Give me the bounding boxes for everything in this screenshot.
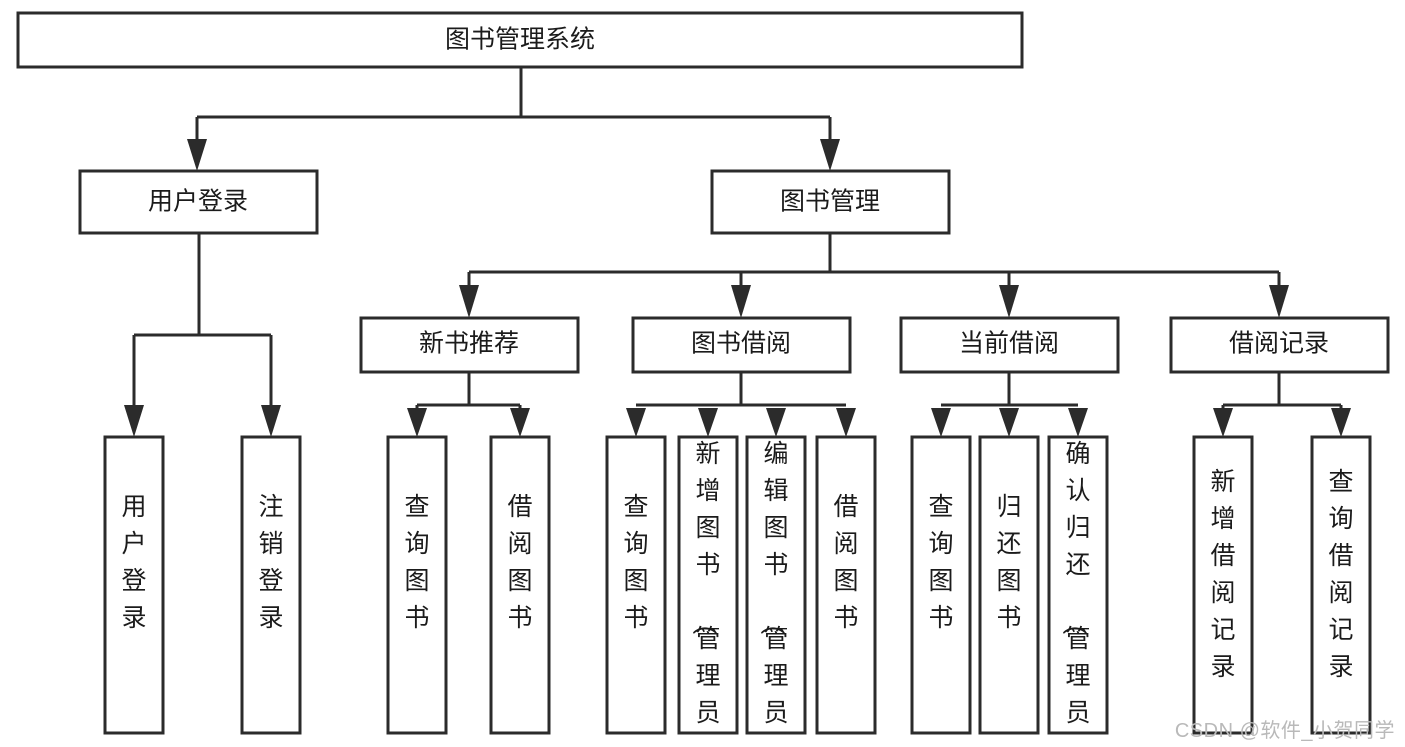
arrow-head-icon: [261, 405, 281, 437]
connector-group-new-book: [407, 372, 530, 437]
node-box-leaf[interactable]: [386, 435, 448, 735]
node-box-root[interactable]: [16, 11, 1024, 69]
leaf-node-query-book-borrow[interactable]: 查询图书: [605, 435, 667, 735]
node-box-leaf[interactable]: [978, 435, 1040, 735]
arrow-head-icon: [836, 408, 856, 437]
leaf-node-borrow-book[interactable]: 借阅图书: [815, 435, 877, 735]
leaf-node-add-book-admin[interactable]: 新增图书（管理员）: [677, 435, 739, 747]
node-label-book-borrow: 图书借阅: [691, 330, 791, 358]
leaf-node-query-borrow-record[interactable]: 查询借阅记录: [1310, 435, 1372, 735]
leaf-label-logout: 注销登录: [258, 493, 283, 632]
connector-group-book-manage: [459, 233, 1289, 318]
leaf-label-borrow-book: 借阅图书: [507, 493, 532, 632]
arrow-head-icon: [999, 285, 1019, 318]
node-book-borrow[interactable]: 图书借阅: [631, 316, 852, 374]
node-box-leaf[interactable]: [489, 435, 551, 735]
leaf-label-user-login: 用户登录: [121, 493, 146, 632]
node-box-user-login[interactable]: [78, 169, 319, 235]
arrow-head-icon: [731, 285, 751, 318]
node-label-root: 图书管理系统: [445, 26, 595, 54]
connector-group-current-borrow: [931, 372, 1088, 437]
leaf-label-borrow-book: 借阅图书: [833, 493, 858, 632]
leaf-node-query-book-current[interactable]: 查询图书: [910, 435, 972, 735]
node-box-leaf[interactable]: [605, 435, 667, 735]
arrow-head-icon: [626, 408, 646, 437]
arrow-head-icon: [459, 285, 479, 318]
arrow-head-icon: [124, 405, 144, 437]
node-label-book-management: 图书管理: [780, 188, 880, 216]
node-box-leaf[interactable]: [103, 435, 165, 735]
node-box-leaf[interactable]: [1192, 435, 1254, 735]
node-current-borrow[interactable]: 当前借阅: [899, 316, 1120, 374]
leaf-node-edit-book-admin[interactable]: 编辑图书（管理员）: [745, 435, 807, 747]
leaf-label-add-borrow-record: 新增借阅记录: [1210, 468, 1235, 681]
connector-group-book-borrow: [626, 372, 856, 437]
node-box-book-management[interactable]: [710, 169, 951, 235]
node-label-borrow-record: 借阅记录: [1229, 330, 1329, 358]
connector-group-root: [187, 67, 840, 171]
node-box-leaf[interactable]: [677, 435, 739, 735]
arrow-head-icon: [698, 408, 718, 437]
node-label-user-login: 用户登录: [148, 188, 248, 216]
node-box-leaf[interactable]: [1047, 435, 1109, 735]
leaf-label-return-book: 归还图书: [996, 493, 1021, 632]
leaf-node-user-login[interactable]: 用户登录: [103, 435, 165, 735]
leaf-label-confirm-return-admin: 确认归还（管理员）: [1059, 440, 1090, 747]
leaf-label-query-book: 查询图书: [928, 493, 953, 632]
leaf-label-edit-book-admin: 编辑图书（管理员）: [757, 440, 788, 747]
arrow-head-icon: [1331, 408, 1351, 437]
node-book-management[interactable]: 图书管理: [710, 169, 951, 235]
arrow-head-icon: [510, 408, 530, 437]
node-label-current-borrow: 当前借阅: [959, 330, 1059, 358]
arrow-head-icon: [1213, 408, 1233, 437]
node-box-borrow-record[interactable]: [1169, 316, 1390, 374]
connector-group-user-login: [124, 233, 281, 437]
arrow-head-icon: [931, 408, 951, 437]
node-borrow-record[interactable]: 借阅记录: [1169, 316, 1390, 374]
arrow-head-icon: [999, 408, 1019, 437]
node-box-leaf[interactable]: [745, 435, 807, 735]
leaf-label-query-borrow-record: 查询借阅记录: [1328, 468, 1353, 681]
arrow-head-icon: [407, 408, 427, 437]
leaf-node-add-borrow-record[interactable]: 新增借阅记录: [1192, 435, 1254, 735]
node-box-new-book-recommend[interactable]: [359, 316, 580, 374]
node-new-book-recommend[interactable]: 新书推荐: [359, 316, 580, 374]
leaf-label-add-book-admin: 新增图书（管理员）: [689, 440, 720, 747]
node-root-book-management-system[interactable]: 图书管理系统: [16, 11, 1024, 69]
node-box-current-borrow[interactable]: [899, 316, 1120, 374]
leaf-node-return-book[interactable]: 归还图书: [978, 435, 1040, 735]
arrow-head-icon: [820, 139, 840, 171]
leaf-label-query-book: 查询图书: [404, 493, 429, 632]
leaf-node-borrow-book-recommend[interactable]: 借阅图书: [489, 435, 551, 735]
leaf-node-query-book-recommend[interactable]: 查询图书: [386, 435, 448, 735]
csdn-watermark: CSDN @软件_小贺同学: [1174, 720, 1395, 742]
arrow-head-icon: [766, 408, 786, 437]
node-box-leaf[interactable]: [1310, 435, 1372, 735]
node-label-new-book-recommend: 新书推荐: [419, 330, 519, 358]
leaf-label-query-book: 查询图书: [623, 493, 648, 632]
node-box-leaf[interactable]: [910, 435, 972, 735]
node-box-book-borrow[interactable]: [631, 316, 852, 374]
arrow-head-icon: [1269, 285, 1289, 318]
node-box-leaf[interactable]: [240, 435, 302, 735]
leaf-node-logout[interactable]: 注销登录: [240, 435, 302, 735]
leaf-node-confirm-return-admin[interactable]: 确认归还（管理员）: [1047, 435, 1109, 747]
connector-group-borrow-record: [1213, 372, 1351, 437]
arrow-head-icon: [1068, 408, 1088, 437]
node-box-leaf[interactable]: [815, 435, 877, 735]
arrow-head-icon: [187, 139, 207, 171]
node-user-login[interactable]: 用户登录: [78, 169, 319, 235]
